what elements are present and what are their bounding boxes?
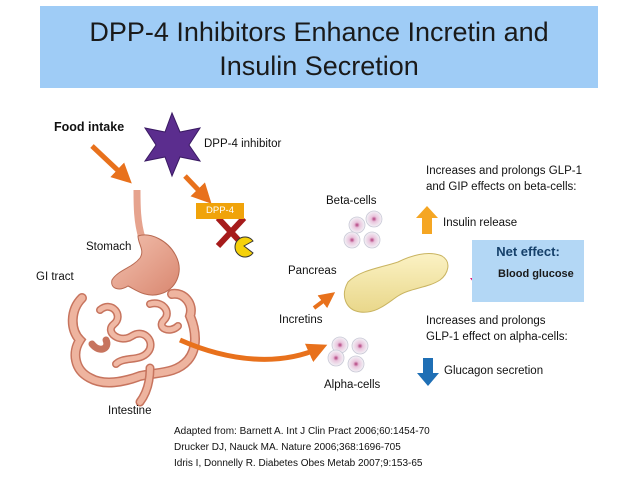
intestine-label: Intestine xyxy=(108,405,152,417)
beta-effect-line-2: and GIP effects on beta-cells: xyxy=(426,181,577,193)
beta-cells-illustration xyxy=(343,210,383,249)
inhibitor-arrow xyxy=(183,174,212,204)
insulin-release-label: Insulin release xyxy=(443,217,518,229)
net-effect-title: Net effect: xyxy=(496,244,560,259)
net-effect-box: Net effect: Blood glucose xyxy=(472,240,584,302)
gi-tract-label: GI tract xyxy=(36,271,74,283)
alpha-effect-line-2: GLP-1 effect on alpha-cells: xyxy=(426,331,568,343)
blood-glucose-label: Blood glucose xyxy=(498,268,574,280)
pancreas-label: Pancreas xyxy=(288,265,337,277)
insulin-up-arrow-icon xyxy=(416,206,438,234)
beta-effect-line-1: Increases and prolongs GLP-1 xyxy=(426,165,582,177)
glucagon-secretion-label: Glucagon secretion xyxy=(444,365,544,377)
reference-1: Adapted from: Barnett A. Int J Clin Prac… xyxy=(174,426,430,437)
alpha-cells-label: Alpha-cells xyxy=(324,379,381,391)
incretin-release-arrow xyxy=(178,337,328,363)
pancreas-illustration xyxy=(344,253,449,313)
reference-3: Idris I, Donnelly R. Diabetes Obes Metab… xyxy=(174,458,423,469)
alpha-cells-illustration xyxy=(327,336,369,373)
intestine-illustration xyxy=(67,288,200,407)
incretins-label: Incretins xyxy=(279,314,323,326)
beta-cells-label: Beta-cells xyxy=(326,195,377,207)
food-intake-label: Food intake xyxy=(54,120,125,134)
title-line-1: DPP-4 Inhibitors Enhance Incretin and xyxy=(89,17,549,47)
food-intake-arrow xyxy=(90,144,132,184)
glucagon-down-arrow-icon xyxy=(417,358,439,386)
dpp4-tag: DPP-4 xyxy=(196,203,244,219)
dpp4-inhibitor-label: DPP-4 inhibitor xyxy=(204,138,282,150)
title-banner: DPP-4 Inhibitors Enhance Incretin and In… xyxy=(40,6,598,88)
stomach-label: Stomach xyxy=(86,241,132,253)
incretins-arrow xyxy=(312,292,336,310)
dpp4-inhibitor-star-icon xyxy=(143,111,202,178)
reference-2: Drucker DJ, Nauck MA. Nature 2006;368:16… xyxy=(174,442,401,453)
stomach-illustration xyxy=(111,189,180,296)
title-line-2: Insulin Secretion xyxy=(219,51,419,81)
alpha-effect-line-1: Increases and prolongs xyxy=(426,315,546,327)
dpp4-enzyme-icon xyxy=(234,236,254,258)
